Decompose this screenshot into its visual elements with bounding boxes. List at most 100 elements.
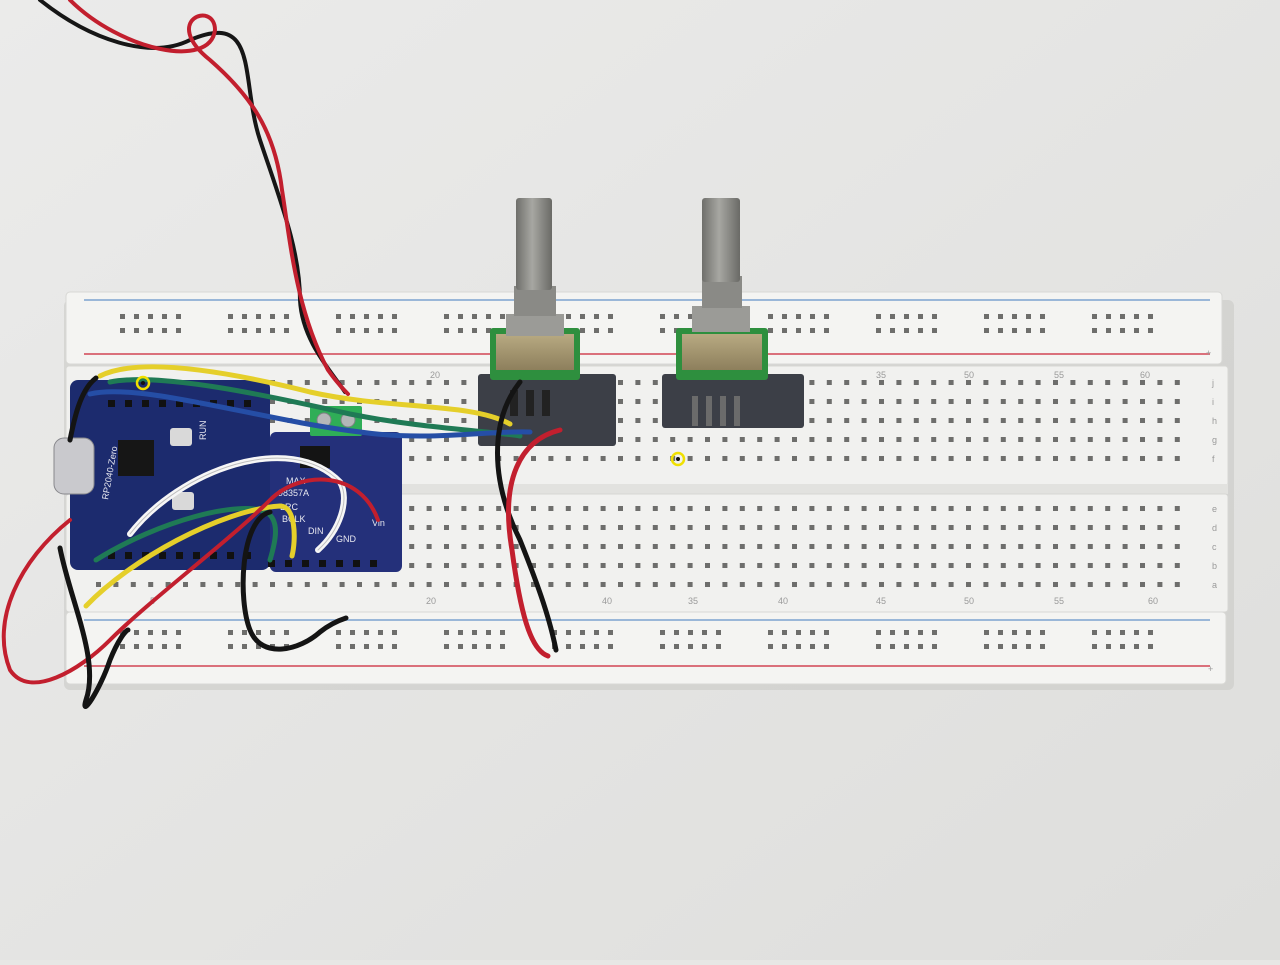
breadboard-hole xyxy=(322,399,328,404)
breadboard-hole xyxy=(1070,563,1076,568)
breadboard-hole xyxy=(1070,437,1076,442)
breadboard-hole xyxy=(810,644,815,649)
breadboard-hole xyxy=(391,380,397,385)
breadboard-hole xyxy=(984,644,989,649)
breadboard-hole xyxy=(426,525,432,530)
breadboard-hole xyxy=(176,630,181,635)
breadboard-hole xyxy=(1087,525,1093,530)
breadboard-hole xyxy=(378,630,383,635)
breadboard-hole xyxy=(1174,380,1180,385)
breadboard-hole xyxy=(496,506,502,511)
breadboard-hole xyxy=(904,644,909,649)
wire-white-outline xyxy=(129,457,345,551)
wires xyxy=(1,0,563,709)
breadboard-hole xyxy=(1120,314,1125,319)
breadboard-hole xyxy=(1026,630,1031,635)
breadboard-hole xyxy=(594,644,599,649)
header-pin xyxy=(176,400,183,407)
breadboard-hole xyxy=(687,506,693,511)
breadboard-hole xyxy=(913,456,919,461)
amp-label-lrc: LRC xyxy=(280,502,299,512)
breadboard-hole xyxy=(120,314,125,319)
breadboard-hole xyxy=(1174,525,1180,530)
breadboard-hole xyxy=(913,380,919,385)
breadboard-hole xyxy=(824,644,829,649)
breadboard-hole xyxy=(1000,399,1006,404)
breadboard-hole xyxy=(948,544,954,549)
amp-label-max: MAX xyxy=(286,476,306,486)
breadboard-hole xyxy=(256,328,261,333)
breadboard-hole xyxy=(1087,506,1093,511)
breadboard-hole xyxy=(702,630,707,635)
breadboard-hole xyxy=(966,380,971,385)
breadboard-hole xyxy=(364,314,369,319)
breadboard-hole xyxy=(722,563,728,568)
breadboard-hole xyxy=(652,544,658,549)
breadboard-hole xyxy=(966,437,971,442)
breadboard-hole xyxy=(948,506,954,511)
breadboard-hole xyxy=(931,456,937,461)
column-number-top: 35 xyxy=(876,370,886,380)
breadboard-hole xyxy=(1122,563,1128,568)
breadboard-hole xyxy=(148,328,153,333)
row-letter-top: i xyxy=(1212,397,1214,407)
breadboard-hole xyxy=(1106,630,1111,635)
breadboard-hole xyxy=(670,525,676,530)
breadboard-hole xyxy=(336,630,341,635)
breadboard-hole xyxy=(608,328,613,333)
breadboard-hole xyxy=(983,525,989,530)
amp-label-din: DIN xyxy=(308,526,324,536)
breadboard-hole xyxy=(426,418,432,423)
breadboard-hole xyxy=(652,563,658,568)
breadboard-hole xyxy=(461,380,467,385)
breadboard-hole xyxy=(792,525,797,530)
breadboard-hole xyxy=(896,418,902,423)
breadboard-hole xyxy=(270,328,275,333)
breadboard-hole xyxy=(768,644,773,649)
breadboard-hole xyxy=(722,525,728,530)
breadboard-hole xyxy=(896,563,902,568)
breadboard-hole xyxy=(652,418,658,423)
breadboard-hole xyxy=(583,506,589,511)
rotary-encoder-2 xyxy=(662,198,804,428)
breadboard-hole xyxy=(670,506,676,511)
header-pin xyxy=(142,400,149,407)
breadboard-hole xyxy=(444,544,449,549)
breadboard-hole xyxy=(148,314,153,319)
breadboard-hole xyxy=(1070,456,1076,461)
breadboard-hole xyxy=(1140,399,1145,404)
breadboard-hole xyxy=(670,437,676,442)
breadboard-hole xyxy=(913,418,919,423)
breadboard-hole xyxy=(809,380,815,385)
breadboard-hole xyxy=(426,506,432,511)
breadboard-hole xyxy=(256,644,261,649)
breadboard-hole xyxy=(580,314,585,319)
breadboard-hole xyxy=(774,582,780,587)
breadboard-hole xyxy=(134,314,139,319)
breadboard-hole xyxy=(444,506,449,511)
breadboard-hole xyxy=(228,630,233,635)
breadboard-hole xyxy=(1157,399,1163,404)
breadboard-hole xyxy=(1174,544,1180,549)
breadboard-hole xyxy=(1040,644,1045,649)
breadboard-hole xyxy=(270,630,275,635)
breadboard-hole xyxy=(826,506,832,511)
breadboard-hole xyxy=(1105,525,1111,530)
breadboard-hole xyxy=(378,328,383,333)
encoder-1-nut xyxy=(506,314,564,336)
breadboard-hole xyxy=(918,328,923,333)
breadboard-hole xyxy=(688,314,693,319)
column-number-bottom: 55 xyxy=(1054,596,1064,606)
breadboard-hole xyxy=(426,380,432,385)
breadboard-hole xyxy=(1174,506,1180,511)
rail-plus-label-top: + xyxy=(1206,348,1211,358)
breadboard-hole xyxy=(364,644,369,649)
breadboard-hole xyxy=(618,582,623,587)
header-pin xyxy=(125,552,132,559)
breadboard-hole xyxy=(757,437,763,442)
breadboard-hole xyxy=(998,644,1003,649)
breadboard-hole xyxy=(716,630,721,635)
